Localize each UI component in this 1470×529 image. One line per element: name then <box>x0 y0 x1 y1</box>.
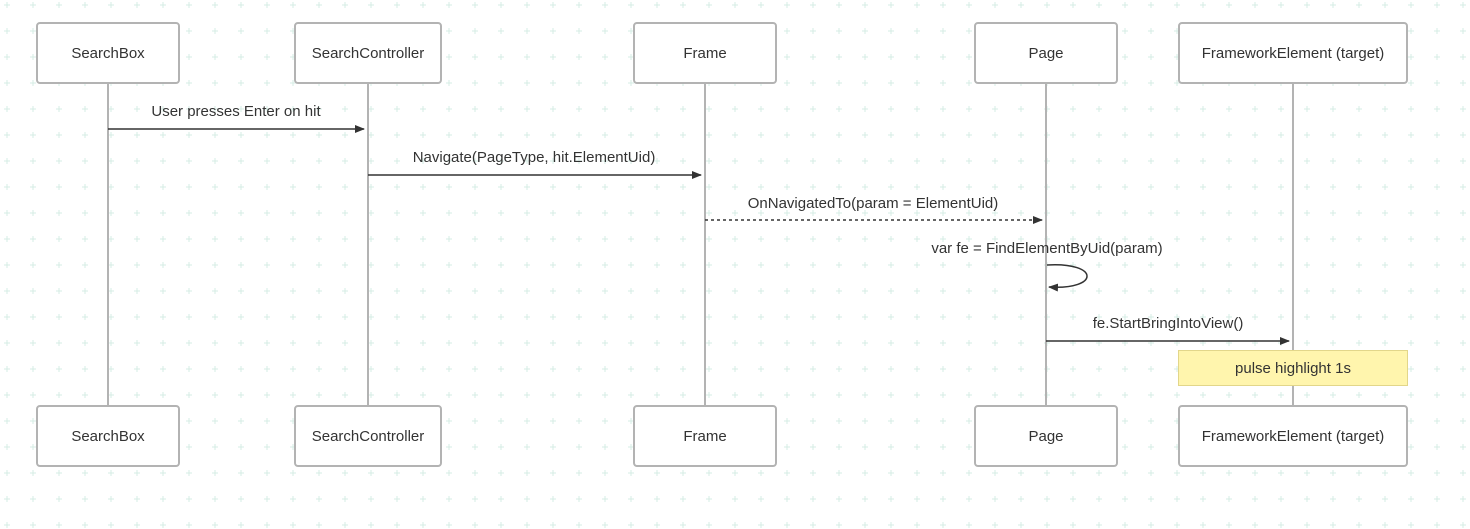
participant-label: SearchController <box>311 427 425 445</box>
participant-label: Page <box>1028 44 1064 62</box>
participant-label: Page <box>1028 427 1064 445</box>
participant-label: Frame <box>683 44 727 62</box>
note-label: pulse highlight 1s <box>1235 359 1351 377</box>
participant-label: SearchBox <box>71 44 145 62</box>
participant-page-bottom: Page <box>974 405 1118 467</box>
participant-page-top: Page <box>974 22 1118 84</box>
participant-label: Frame <box>683 427 727 445</box>
participant-searchbox-top: SearchBox <box>36 22 180 84</box>
message-arrow-4-self <box>1046 264 1088 292</box>
participant-frame-bottom: Frame <box>633 405 777 467</box>
participant-searchbox-bottom: SearchBox <box>36 405 180 467</box>
participant-searchcontroller-top: SearchController <box>294 22 442 84</box>
message-label-5: fe.StartBringIntoView() <box>1092 315 1244 332</box>
message-label-3: OnNavigatedTo(param = ElementUid) <box>747 195 999 212</box>
participant-label: FrameworkElement (target) <box>1201 427 1385 445</box>
message-label-1: User presses Enter on hit <box>151 103 321 120</box>
message-label-4: var fe = FindElementByUid(param) <box>931 240 1163 257</box>
participant-label: SearchBox <box>71 427 145 445</box>
note-pulse-highlight: pulse highlight 1s <box>1178 350 1408 386</box>
message-label-2: Navigate(PageType, hit.ElementUid) <box>412 149 656 166</box>
participant-target-top: FrameworkElement (target) <box>1178 22 1408 84</box>
participant-target-bottom: FrameworkElement (target) <box>1178 405 1408 467</box>
participant-searchcontroller-bottom: SearchController <box>294 405 442 467</box>
participant-label: FrameworkElement (target) <box>1201 44 1385 62</box>
participant-frame-top: Frame <box>633 22 777 84</box>
participant-label: SearchController <box>311 44 425 62</box>
